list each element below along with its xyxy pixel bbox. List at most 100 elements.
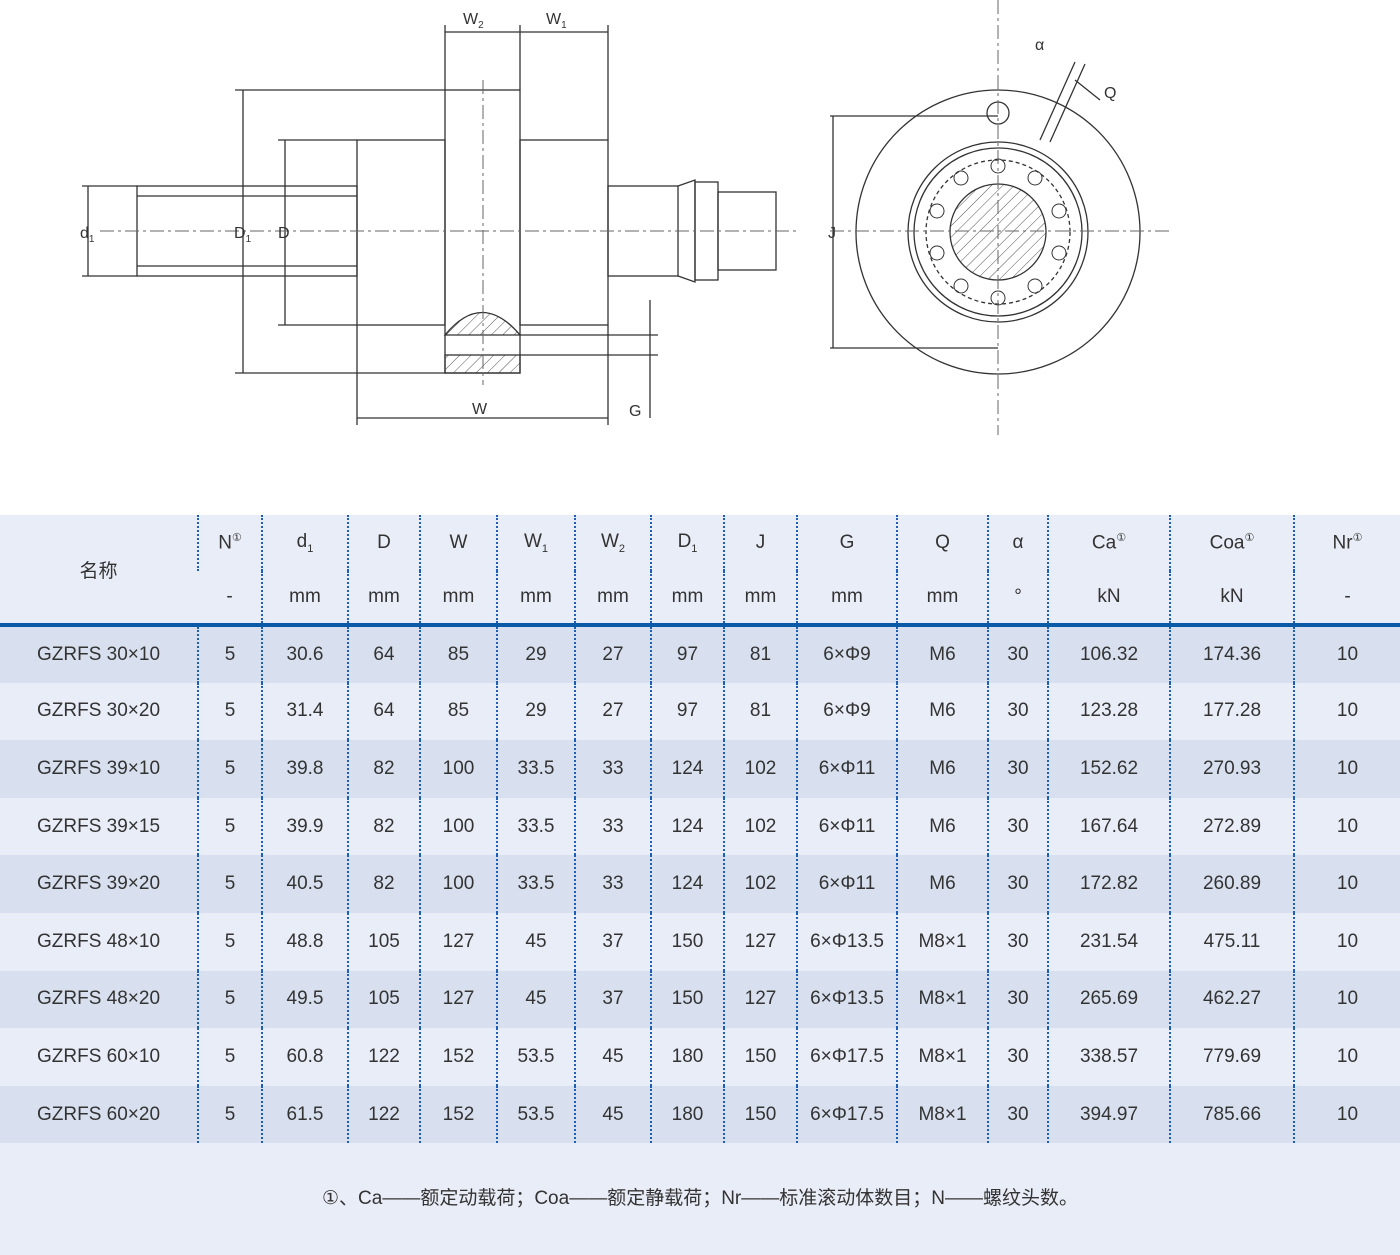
table-cell: 30 — [987, 797, 1048, 856]
table-cell: 40.5 — [261, 855, 348, 913]
table-cell: M6 — [896, 682, 988, 741]
table-cell: 6×Φ11 — [796, 797, 897, 856]
table-cell: 270.93 — [1169, 740, 1294, 798]
table-cell: 30 — [987, 970, 1048, 1029]
header-name: W — [600, 531, 619, 553]
label-J: J — [828, 225, 836, 242]
table-cell: 30 — [987, 1028, 1048, 1086]
table-cell: 6×Φ9 — [796, 682, 897, 741]
table-cell: 152.62 — [1047, 740, 1170, 798]
table-cell: 60.8 — [261, 1028, 348, 1086]
table-cell: 33.5 — [496, 740, 575, 798]
table-cell: 5 — [197, 740, 262, 798]
column-header: d1 — [261, 515, 348, 571]
table-cell: 10 — [1293, 740, 1400, 798]
label-W: W — [472, 401, 488, 418]
table-cell: 30 — [987, 740, 1048, 798]
label-D: D — [278, 225, 290, 242]
column-header: W — [419, 515, 497, 571]
table-cell: 180 — [650, 1085, 724, 1144]
table-cell: 150 — [723, 1085, 797, 1144]
table-cell: GZRFS 30×10 — [36, 643, 161, 665]
table-cell: 30 — [987, 912, 1048, 971]
table-cell: GZRFS 48×20 — [36, 988, 161, 1010]
table-cell: 6×Φ17.5 — [796, 1028, 897, 1086]
table-cell: 124 — [650, 740, 724, 798]
table-cell: 61.5 — [261, 1085, 348, 1144]
table-cell: 5 — [197, 970, 262, 1029]
table-cell: 6×Φ11 — [796, 740, 897, 798]
table-cell: 10 — [1293, 1085, 1400, 1144]
table-cell: 127 — [723, 970, 797, 1029]
label-w1: W1 — [546, 11, 567, 31]
column-unit: kN — [1169, 571, 1294, 625]
table-cell: 39.8 — [261, 740, 348, 798]
table-cell: 81 — [723, 682, 797, 741]
table-cell: 5 — [197, 912, 262, 971]
table-cell: 48.8 — [261, 912, 348, 971]
table-cell: M6 — [896, 855, 988, 913]
column-unit: mm — [419, 571, 497, 625]
table-cell: M6 — [896, 625, 988, 683]
header-name: Coa — [1209, 532, 1245, 554]
table-cell: 6×Φ13.5 — [796, 970, 897, 1029]
column-unit: mm — [496, 571, 575, 625]
header-name: 名称 — [79, 560, 118, 582]
table-cell: 53.5 — [496, 1085, 575, 1144]
table-cell: 37 — [574, 912, 651, 971]
table-cell: 82 — [347, 855, 420, 913]
table-cell: 5 — [197, 855, 262, 913]
table-cell: 6×Φ13.5 — [796, 912, 897, 971]
table-cell: 260.89 — [1169, 855, 1294, 913]
column-header: N① — [197, 515, 262, 571]
table-cell: 231.54 — [1047, 912, 1170, 971]
table-cell: 31.4 — [261, 682, 348, 741]
column-unit: mm — [261, 571, 348, 625]
table-cell: 45 — [574, 1085, 651, 1144]
table-cell: 30 — [987, 855, 1048, 913]
column-header: Ca① — [1047, 515, 1170, 571]
table-cell: 475.11 — [1169, 912, 1294, 971]
column-header: W2 — [574, 515, 651, 571]
table-cell: 272.89 — [1169, 797, 1294, 856]
table-cell: 102 — [723, 740, 797, 798]
table-cell: 127 — [723, 912, 797, 971]
table-cell: 106.32 — [1047, 625, 1170, 683]
table-cell: 37 — [574, 970, 651, 1029]
header-subscript: 1 — [541, 542, 549, 555]
header-name: Q — [935, 532, 950, 553]
label-w2: W2 — [463, 11, 484, 31]
table-cell: 85 — [419, 625, 497, 683]
header-name: N — [218, 532, 232, 554]
table-cell: 174.36 — [1169, 625, 1294, 683]
column-unit: mm — [796, 571, 897, 625]
table-cell: 127 — [419, 970, 497, 1029]
table-cell: 10 — [1293, 682, 1400, 741]
table-cell: GZRFS 39×10 — [36, 757, 161, 779]
header-name: W — [449, 532, 468, 553]
table-cell: 180 — [650, 1028, 724, 1086]
table-cell: 29 — [496, 682, 575, 741]
table-cell: 5 — [197, 797, 262, 856]
table-cell: 64 — [347, 625, 420, 683]
header-name: Nr — [1332, 532, 1353, 554]
table-cell: 39.9 — [261, 797, 348, 856]
table-cell: 462.27 — [1169, 970, 1294, 1029]
table-cell: 172.82 — [1047, 855, 1170, 913]
column-header: W1 — [496, 515, 575, 571]
column-header: D1 — [650, 515, 724, 571]
table-cell: M8×1 — [896, 912, 988, 971]
table-cell: GZRFS 60×20 — [36, 1103, 161, 1125]
table-cell: 123.28 — [1047, 682, 1170, 741]
table-cell: 97 — [650, 625, 724, 683]
table-cell: 5 — [197, 1085, 262, 1144]
table-cell: 6×Φ11 — [796, 855, 897, 913]
column-unit: mm — [896, 571, 988, 625]
table-cell: 100 — [419, 797, 497, 856]
